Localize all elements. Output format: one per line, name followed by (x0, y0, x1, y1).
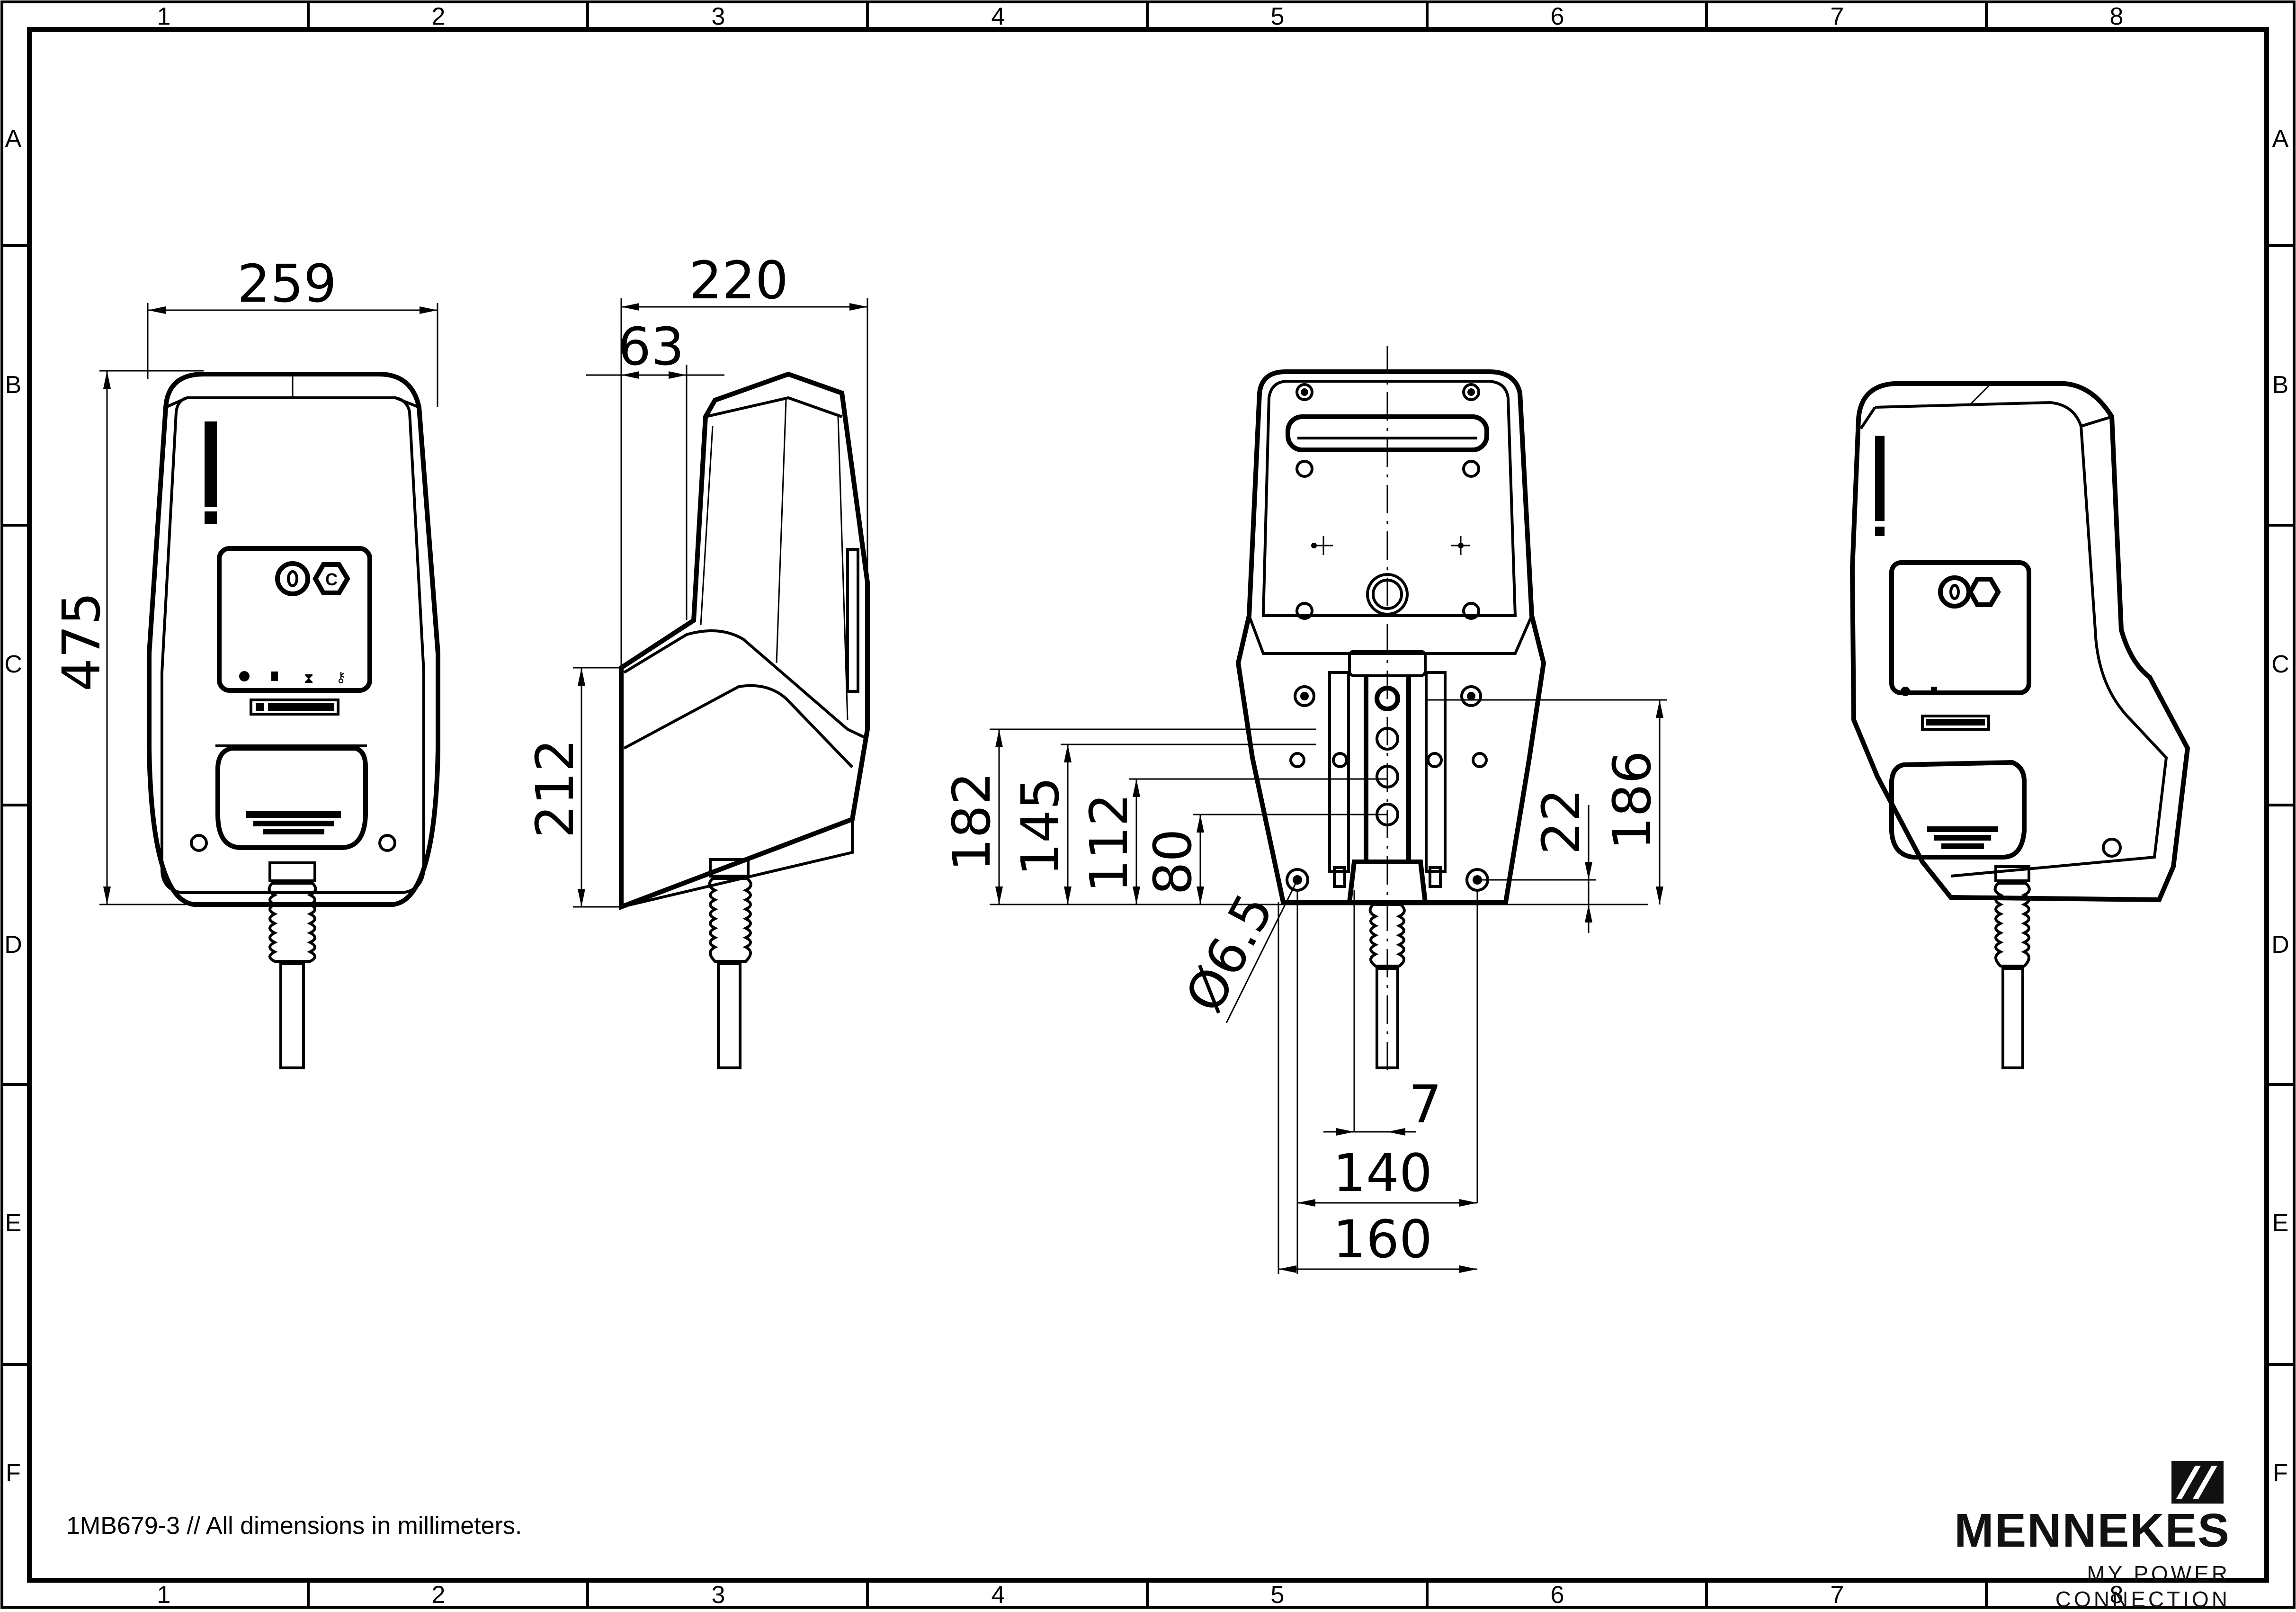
dim-186: 186 (1602, 751, 1662, 850)
col-label: 1 (157, 1581, 171, 1609)
col-label: 3 (712, 3, 725, 30)
col-label: 6 (1551, 3, 1564, 30)
dim-side-offset: 63 (618, 316, 684, 377)
dim-145: 145 (1010, 777, 1071, 876)
drawing-note: 1MB679-3 // All dimensions in millimeter… (66, 1512, 522, 1540)
row-label: B (5, 371, 22, 399)
dim-7: 7 (1409, 1074, 1442, 1135)
col-label: 8 (2110, 3, 2124, 30)
row-label: A (2272, 125, 2289, 152)
row-label: E (2272, 1209, 2289, 1237)
col-label: 4 (992, 1581, 1005, 1609)
column-labels-top: 1 2 3 4 5 6 7 8 (157, 3, 2124, 30)
row-label: D (2271, 931, 2289, 958)
col-label: 2 (432, 1581, 446, 1609)
dim-112: 112 (1079, 793, 1139, 893)
col-label: 3 (712, 1581, 725, 1609)
row-label: D (4, 931, 22, 958)
brand-name: MENNEKES (1954, 1504, 2230, 1557)
dim-side-depth: 220 (689, 250, 788, 311)
column-labels-bottom: 1 2 3 4 5 6 7 8 (157, 1581, 2124, 1609)
dim-22: 22 (1531, 788, 1591, 855)
col-label: 7 (1831, 1581, 1844, 1609)
row-labels-right: A B C D E F (2271, 125, 2289, 1487)
brand-block: MENNEKES MY POWER CONNECTION (1927, 1461, 2230, 1612)
rear-view (1235, 346, 1546, 1070)
dim-side-height: 212 (525, 739, 585, 838)
row-label: E (5, 1209, 22, 1237)
front-view: C ⧗ ⚷ (147, 372, 440, 1069)
col-label: 6 (1551, 1581, 1564, 1609)
row-label: C (4, 651, 22, 678)
row-label: C (2271, 651, 2289, 678)
col-label: 5 (1271, 1581, 1285, 1609)
rear-dimension-labels: 182 145 112 80 Ø6.5 22 186 7 140 160 (941, 751, 1662, 1270)
row-labels-left: A B C D E F (4, 125, 22, 1487)
row-label: F (2273, 1460, 2288, 1487)
svg-text:⚷: ⚷ (336, 670, 346, 685)
side-dimensions: 220 63 212 (525, 250, 868, 908)
isometric-view (1849, 381, 2190, 1069)
mennekes-logo-icon (2171, 1461, 2224, 1504)
col-label: 4 (992, 3, 1005, 30)
dim-182: 182 (941, 772, 1002, 871)
col-label: 1 (157, 3, 171, 30)
dim-140: 140 (1333, 1143, 1432, 1203)
svg-text:⧗: ⧗ (304, 671, 313, 686)
svg-text:C: C (325, 570, 338, 589)
row-label: B (2272, 371, 2289, 399)
row-label: F (6, 1460, 21, 1487)
rear-dimensions (990, 699, 1667, 1274)
col-label: 7 (1831, 3, 1844, 30)
front-dimensions: 259 475 (51, 253, 438, 905)
brand-tagline: MY POWER CONNECTION (2055, 1561, 2230, 1612)
rear-dimension-arrows (995, 700, 1663, 1273)
col-label: 8 (2110, 1581, 2124, 1609)
row-label: A (5, 125, 22, 152)
dim-front-height: 475 (51, 592, 112, 691)
dim-160: 160 (1333, 1209, 1432, 1270)
col-label: 2 (432, 3, 446, 30)
dim-80: 80 (1143, 829, 1203, 895)
dim-front-width: 259 (237, 253, 337, 314)
side-view (619, 371, 870, 1069)
col-label: 5 (1271, 3, 1285, 30)
